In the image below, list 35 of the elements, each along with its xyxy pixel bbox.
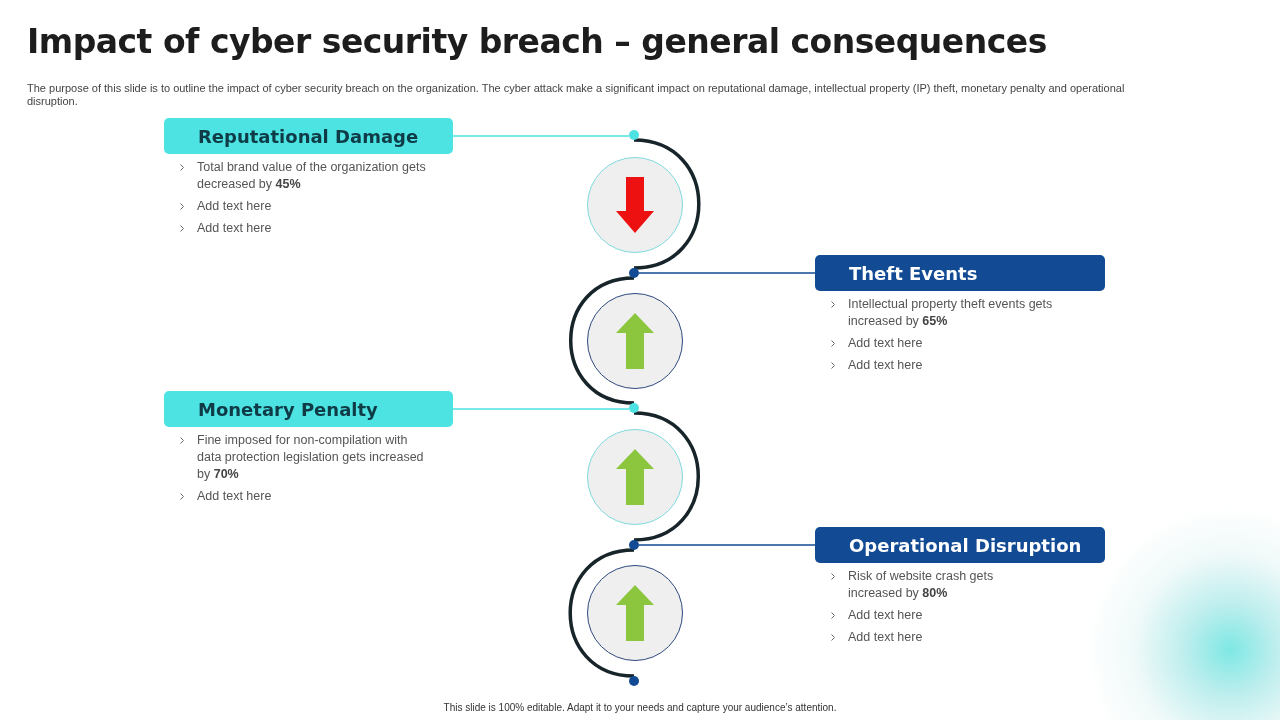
- bullet-text: Add text here: [197, 488, 272, 505]
- icon-circle: [587, 429, 683, 525]
- icon-circle: [587, 157, 683, 253]
- connector-line: [638, 272, 816, 274]
- bullet-text: Add text here: [848, 335, 923, 352]
- connector-dot: [629, 540, 639, 550]
- slide-title: Impact of cyber security breach – general consequences: [27, 22, 1047, 61]
- bullet-text: Add text here: [848, 357, 923, 374]
- curved-connector: [569, 276, 635, 405]
- connector-dot: [629, 130, 639, 140]
- connector-dot: [629, 676, 639, 686]
- description-text: The purpose of this slide is to outline the impact of cyber security breach on the organization. The cyber attack make a significant impact on reputational damage, intellectual property (IP) theft, monetary penalty and operational disruption.: [27, 82, 1126, 108]
- heading-bar: Monetary Penalty: [164, 391, 453, 427]
- heading-bar: Operational Disruption: [815, 527, 1105, 563]
- curved-connector: [568, 548, 635, 678]
- curved-connector: [633, 138, 701, 270]
- heading-bar: Reputational Damage: [164, 118, 453, 154]
- bullet-text: Intellectual property theft events gets increased by 65%: [848, 296, 1054, 330]
- connector-dot: [629, 403, 639, 413]
- icon-circle: [587, 565, 683, 661]
- icon-circle: [587, 293, 683, 389]
- heading-bar: Theft Events: [815, 255, 1105, 291]
- bullet-text: Add text here: [197, 220, 272, 237]
- connector-line: [638, 544, 816, 546]
- bullet-text: Total brand value of the organization gets decreased by 45%: [197, 159, 427, 193]
- bullet-text: Add text here: [848, 607, 923, 624]
- curved-connector: [633, 411, 701, 542]
- bullet-text: Risk of website crash gets increased by 80%: [848, 568, 995, 602]
- bullet-text: Add text here: [848, 629, 923, 646]
- bullet-text: Fine imposed for non-compilation with data protection legislation gets increased by 70%: [197, 432, 425, 483]
- bullet-text: Add text here: [197, 198, 272, 215]
- connector-line: [452, 135, 630, 137]
- connector-dot: [629, 268, 639, 278]
- footer-note: This slide is 100% editable. Adapt it to your needs and capture your audience’s attention.: [443, 702, 837, 713]
- connector-line: [452, 408, 630, 410]
